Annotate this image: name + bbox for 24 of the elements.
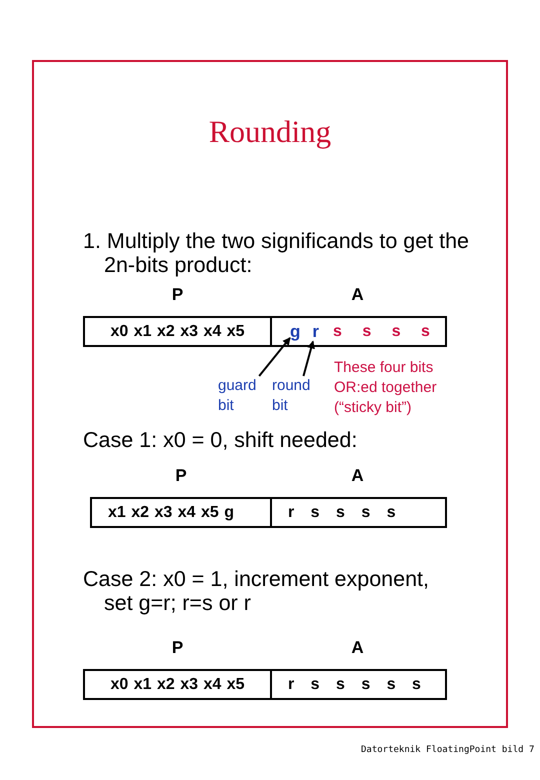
footer-text: Datorteknik FloatingPoint bild 7 (361, 745, 534, 755)
bit-text: x0 x1 x2 x3 x4 x5 (110, 322, 244, 340)
sticky-note: These four bits OR:ed together (“sticky bit”) (334, 358, 438, 418)
register-label: A (350, 466, 365, 486)
case-text: Case 2: x0 = 1, increment exponent, set g=r; r=s or r (83, 567, 430, 615)
register-label: A (350, 285, 365, 305)
bit-text: x0 x1 x2 x3 x4 x5 (110, 676, 244, 694)
register-label: P (170, 285, 184, 305)
slide-title: Rounding (208, 114, 332, 150)
bit-text: s s s s (333, 322, 430, 340)
register-label: A (350, 638, 365, 658)
bit-text: r s s s s (288, 504, 396, 522)
bit-letter: g (290, 322, 300, 342)
step-text: 1. Multiply the two significands to get the 2n-bits product: (83, 229, 470, 277)
case-text: Case 1: x0 = 0, shift needed: (83, 428, 358, 452)
bit-caption: guard bit (218, 376, 268, 416)
bit-letter: r (312, 322, 320, 342)
leader-arrow (258, 337, 291, 377)
bit-caption: round bit (272, 376, 324, 416)
leader-arrow (302, 340, 315, 376)
bit-text: x1 x2 x3 x4 x5 g (108, 504, 234, 522)
register-label: P (174, 466, 188, 486)
bit-text: r s s s s s (288, 676, 421, 694)
register-label: P (170, 638, 184, 658)
